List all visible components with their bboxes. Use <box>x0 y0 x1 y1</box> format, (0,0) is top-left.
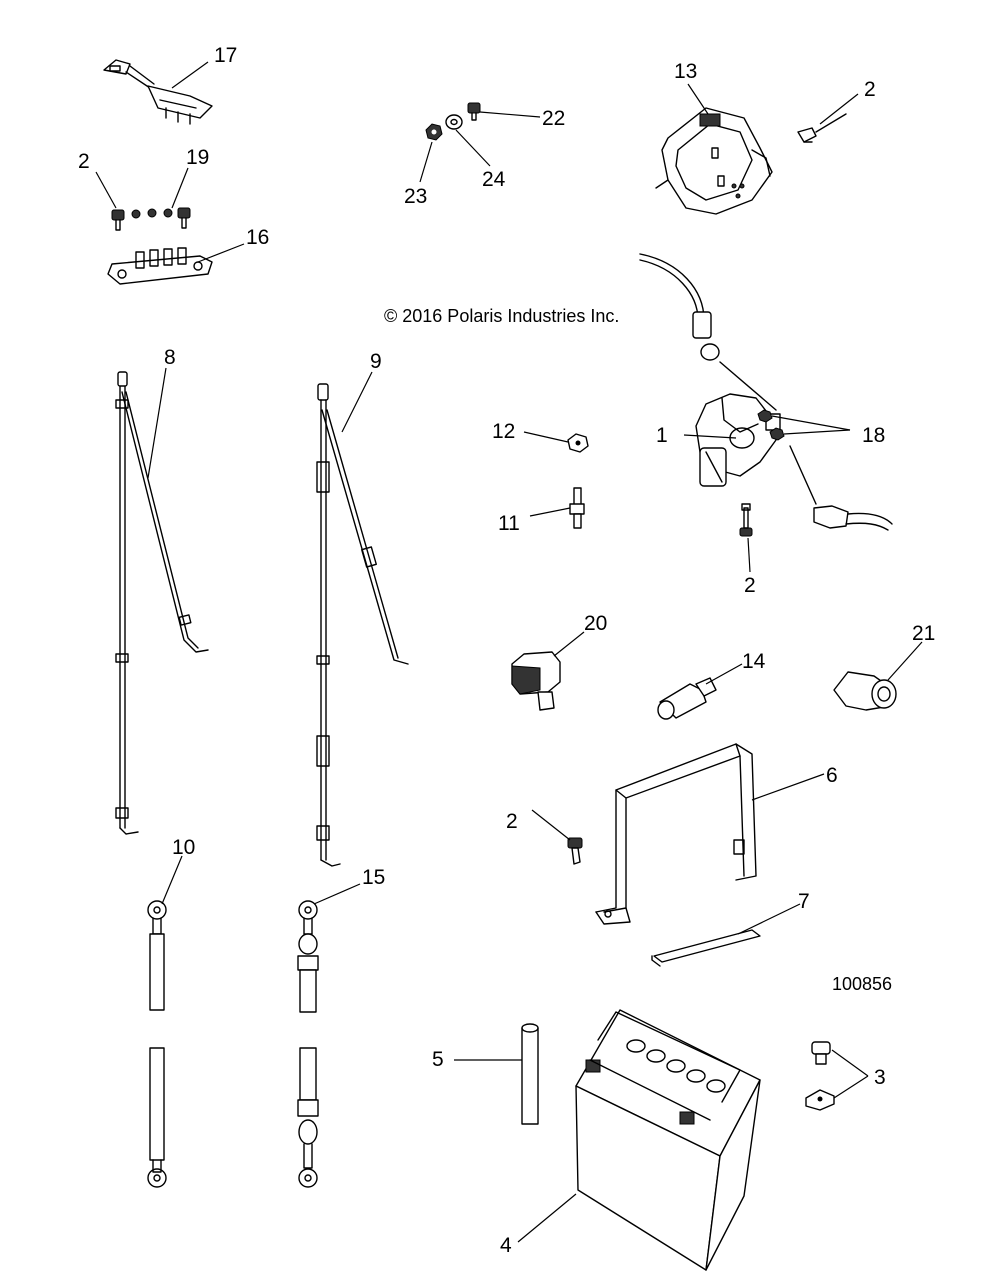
callout-18: 18 <box>862 424 885 447</box>
leader-2-middle <box>747 537 751 573</box>
callout-2-middle: 2 <box>744 574 756 597</box>
part-18-nuts <box>757 409 785 441</box>
leader-22 <box>479 111 541 118</box>
leader-10 <box>161 855 183 905</box>
part-1-solenoid <box>639 253 893 531</box>
leader-20 <box>553 631 585 657</box>
leader-2-top-right <box>819 93 859 125</box>
leader-2-left <box>95 171 117 209</box>
leader-7 <box>737 903 801 935</box>
callout-12: 12 <box>492 420 515 443</box>
part-24-washer <box>445 114 463 130</box>
callout-21: 21 <box>912 622 935 645</box>
callout-3: 3 <box>874 1066 886 1089</box>
leader-18-b <box>783 429 851 435</box>
copyright-notice: © 2016 Polaris Industries Inc. <box>384 306 619 326</box>
part-12-nut <box>567 433 589 453</box>
part-7-pad <box>651 929 761 967</box>
callout-24: 24 <box>482 168 506 191</box>
part-8-cable-harness <box>115 371 209 835</box>
part-11-stud <box>569 487 585 529</box>
leader-18-a <box>771 415 851 431</box>
callout-20: 20 <box>584 612 607 635</box>
part-2-screw-left <box>111 207 191 231</box>
callout-1: 1 <box>656 424 668 447</box>
callout-10: 10 <box>172 836 195 859</box>
part-2-screw-lower <box>567 837 583 865</box>
leader-21 <box>887 641 923 681</box>
callout-22: 22 <box>542 107 565 130</box>
part-5-vent-tube <box>521 1023 539 1125</box>
leader-12 <box>523 431 569 443</box>
leader-3-b <box>833 1075 869 1099</box>
callout-5: 5 <box>432 1048 444 1071</box>
callout-2-top-right: 2 <box>864 78 876 101</box>
callout-4: 4 <box>500 1234 512 1257</box>
leader-17 <box>171 61 209 89</box>
callout-23: 23 <box>404 185 427 208</box>
callout-13: 13 <box>674 60 697 83</box>
leader-8 <box>147 367 167 479</box>
callout-11: 11 <box>498 512 520 535</box>
callout-2-lower: 2 <box>506 810 518 833</box>
callout-2-left: 2 <box>78 150 90 173</box>
leader-6 <box>751 773 825 801</box>
callout-8: 8 <box>164 346 176 369</box>
part-21-terminal-cover <box>833 671 897 711</box>
leader-2-lower <box>531 809 571 841</box>
callout-16: 16 <box>246 226 269 249</box>
leader-1 <box>683 434 737 439</box>
leader-14 <box>705 663 743 685</box>
part-17-connector-cap <box>103 59 213 125</box>
part-16-terminal-block <box>107 247 213 285</box>
part-20-terminal-boot <box>511 651 561 711</box>
diagram-code: 100856 <box>832 974 892 994</box>
callout-6: 6 <box>826 764 838 787</box>
callout-15: 15 <box>362 866 385 889</box>
callout-17: 17 <box>214 44 237 67</box>
leader-11 <box>529 507 571 517</box>
part-6-hold-down-strap <box>595 743 757 925</box>
callout-14: 14 <box>742 650 766 673</box>
callout-19: 19 <box>186 146 209 169</box>
part-2-screw-middle <box>739 503 753 537</box>
part-14-terminal-boot <box>657 677 717 720</box>
part-2-screw-top-right <box>797 113 847 143</box>
leader-3-a <box>831 1049 869 1077</box>
part-10-battery-cable <box>147 900 167 1188</box>
leader-16 <box>197 243 245 263</box>
callout-7: 7 <box>798 890 810 913</box>
leader-15 <box>313 883 361 905</box>
leader-19 <box>171 167 189 209</box>
leader-24 <box>455 129 491 167</box>
leader-9 <box>341 371 373 433</box>
callout-9: 9 <box>370 350 382 373</box>
part-13-housing <box>655 107 773 215</box>
part-9-cable-harness <box>316 383 409 867</box>
part-23-nut <box>425 123 443 141</box>
leader-4 <box>517 1193 577 1243</box>
leader-13 <box>687 83 709 115</box>
part-15-battery-cable <box>297 900 319 1188</box>
part-19-nuts <box>131 208 173 219</box>
leader-23 <box>419 141 433 183</box>
part-4-battery <box>575 1009 761 1271</box>
part-3-bolt-nut <box>805 1041 835 1111</box>
part-22-bolt <box>467 102 481 121</box>
